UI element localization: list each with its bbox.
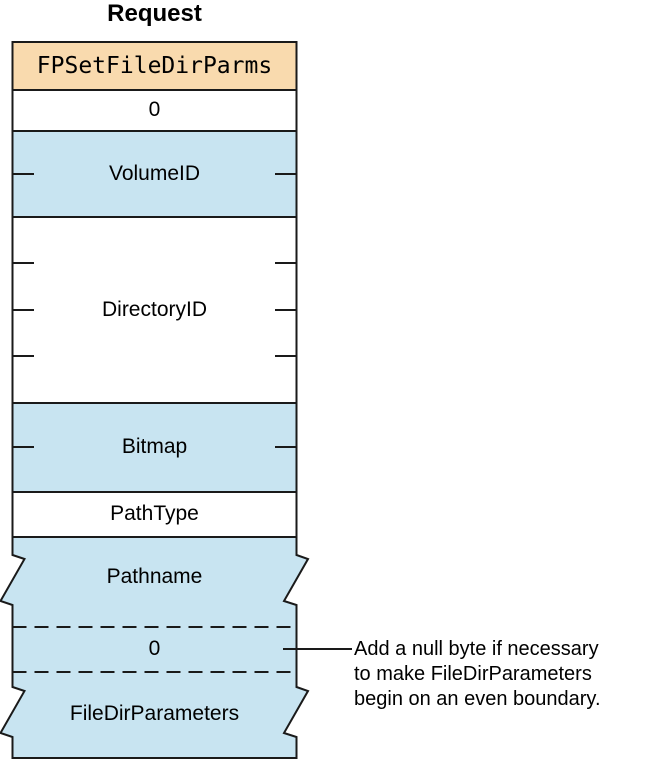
field-label-pathtype: PathType	[110, 502, 199, 525]
field-box-directoryid	[11, 216, 298, 404]
field-label-filedirparameters: FileDirParameters	[69, 702, 240, 725]
word-boundary-ticks	[12, 173, 297, 448]
field-label-bitmap: Bitmap	[121, 435, 188, 458]
annotation-note: Add a null byte if necessary to make Fil…	[354, 637, 601, 712]
diagram-title: Request	[107, 0, 202, 27]
annotation-line: to make FileDirParameters	[354, 663, 592, 685]
field-label-pathname: Pathname	[106, 565, 203, 588]
field-label-null-pad-byte: 0	[148, 637, 161, 660]
field-box-volumeid	[11, 130, 298, 218]
field-box-zero-flag	[11, 89, 298, 132]
variable-length-region-torn-edges	[0, 536, 310, 759]
field-label-command: FPSetFileDirParms	[36, 53, 273, 79]
field-label-volumeid: VolumeID	[108, 162, 201, 185]
field-box-command	[11, 41, 298, 91]
field-label-zero-flag: 0	[148, 98, 161, 121]
field-label-directoryid: DirectoryID	[101, 298, 207, 321]
annotation-line: begin on an even boundary.	[354, 688, 601, 710]
annotation-line: Add a null byte if necessary	[354, 638, 599, 660]
